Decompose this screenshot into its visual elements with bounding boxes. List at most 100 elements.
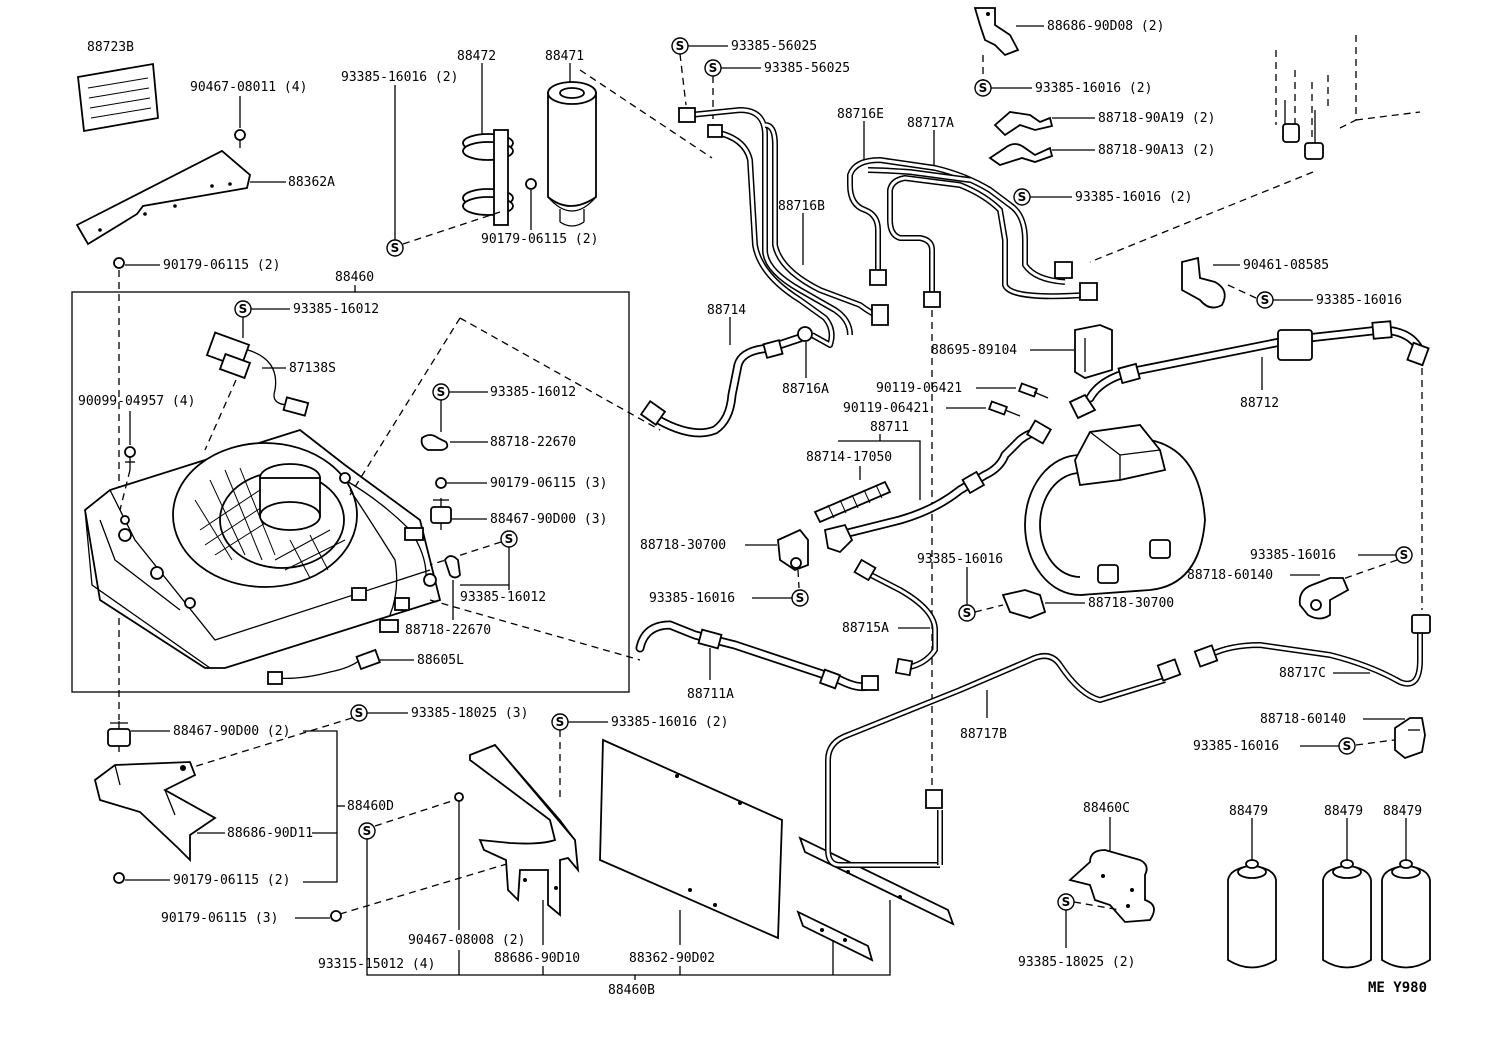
- label-93385-56025a: 93385-56025: [731, 39, 817, 54]
- label-88479-2: 88479: [1324, 804, 1363, 819]
- label-93385-16016b: 93385-16016: [649, 591, 735, 606]
- panel-88362-90D02: [599, 738, 783, 940]
- evaporator-unit-frame: [71, 291, 630, 693]
- bracket-88460C: [1068, 849, 1155, 923]
- label-90119-06421b: 90119-06421: [843, 401, 929, 416]
- label-90467-08008: 90467-08008 (2): [408, 933, 525, 948]
- label-90179-06115-3a: 90179-06115 (3): [490, 476, 607, 491]
- screw-icon: S: [1013, 188, 1031, 206]
- pipe-88716E-88717A: [847, 157, 1098, 308]
- bolt-90119-06421-a: [1017, 382, 1049, 399]
- screw-icon: S: [1256, 291, 1274, 309]
- svg-text:S: S: [363, 824, 372, 838]
- label-88686-90D10: 88686-90D10: [494, 951, 580, 966]
- svg-text:S: S: [796, 591, 805, 605]
- screw-icon: S: [386, 239, 404, 257]
- label-88714-17050: 88714-17050: [806, 450, 892, 465]
- label-93385-16016e: 93385-16016: [1193, 739, 1279, 754]
- svg-text:S: S: [963, 606, 972, 620]
- label-88716E: 88716E: [837, 107, 884, 122]
- connector-88605L: [267, 648, 381, 685]
- label-93385-16012b: 93385-16012: [490, 385, 576, 400]
- nut-90179-06115-receiver: [525, 178, 537, 230]
- relay-87138S: [205, 331, 310, 417]
- hose-88711A: [635, 620, 879, 692]
- clamp-88718-22670-b: [444, 555, 461, 579]
- svg-text:S: S: [979, 81, 988, 95]
- label-93385-16012c: 93385-16012: [460, 590, 546, 605]
- screw-icon: S: [1338, 737, 1356, 755]
- bracket-88686-90D10: [469, 743, 580, 917]
- fittings-top-right: [1275, 35, 1421, 160]
- screw-icon: S: [958, 604, 976, 622]
- screw-icon: S: [432, 383, 450, 401]
- label-90461-08585: 90461-08585: [1243, 258, 1329, 273]
- svg-text:S: S: [709, 61, 718, 75]
- pipe-88717C: [1193, 614, 1431, 687]
- label-93385-16016c: 93385-16016: [917, 552, 1003, 567]
- svg-text:S: S: [676, 39, 685, 53]
- label-90119-06421a: 90119-06421: [876, 381, 962, 396]
- clamp-88718-90A19: [993, 111, 1054, 137]
- label-88718-22670a: 88718-22670: [490, 435, 576, 450]
- oil-can-88479-3: [1381, 859, 1431, 969]
- label-88718-60140b: 88718-60140: [1260, 712, 1346, 727]
- screw-icon: S: [358, 822, 376, 840]
- label-88460B: 88460B: [608, 983, 655, 998]
- label-93385-16016-2c: 93385-16016 (2): [1075, 190, 1192, 205]
- bracket-88362A: [75, 149, 251, 246]
- label-plate-88723B: [77, 62, 159, 133]
- label-88718-90A13: 88718-90A13 (2): [1098, 143, 1215, 158]
- clamp-88718-60140-a: [1298, 577, 1350, 620]
- mount-88467-90D00-a: [430, 498, 452, 530]
- bolt-90467-08008: [454, 792, 464, 810]
- strip-upper: [798, 836, 955, 926]
- label-88686-90D11: 88686-90D11: [227, 826, 313, 841]
- label-88723B: 88723B: [87, 40, 134, 55]
- compressor: [1024, 424, 1206, 596]
- receiver-bracket-88472: [462, 129, 514, 226]
- screw-icon: S: [791, 589, 809, 607]
- strip-lower: [796, 910, 874, 962]
- label-88362A: 88362A: [288, 175, 335, 190]
- screw-icon: S: [704, 59, 722, 77]
- screw-icon: S: [1395, 546, 1413, 564]
- clamp-88718-90A13: [988, 143, 1054, 166]
- clamp-88718-22670-a: [420, 434, 449, 451]
- pipe-88716B: [678, 107, 889, 348]
- svg-text:S: S: [1261, 293, 1270, 307]
- label-88711A: 88711A: [687, 687, 734, 702]
- label-88717C: 88717C: [1279, 666, 1326, 681]
- clamp-88718-60140-b: [1394, 717, 1426, 760]
- label-87138S: 87138S: [289, 361, 336, 376]
- label-88605L: 88605L: [417, 653, 464, 668]
- label-88479-1: 88479: [1229, 804, 1268, 819]
- bracket-88686-90D08: [973, 7, 1020, 57]
- label-90467-08011: 90467-08011 (4): [190, 80, 307, 95]
- label-93315-15012: 93315-15012 (4): [318, 957, 435, 972]
- mount-88467-90D00-b: [107, 721, 131, 752]
- screw-icon: S: [671, 37, 689, 55]
- label-88460D: 88460D: [347, 799, 394, 814]
- label-90179-06115-3b: 90179-06115 (3): [161, 911, 278, 926]
- label-88716A: 88716A: [782, 382, 829, 397]
- oil-can-88479-2: [1322, 859, 1372, 969]
- nut-90179-06115-3b: [330, 910, 342, 922]
- screw-90099-04957: [124, 446, 136, 470]
- pipe-88717B: [825, 653, 1182, 868]
- svg-text:S: S: [437, 385, 446, 399]
- label-88714: 88714: [707, 303, 746, 318]
- label-88460: 88460: [335, 270, 374, 285]
- label-88362-90D02: 88362-90D02: [629, 951, 715, 966]
- label-88718-30700b: 88718-30700: [1088, 596, 1174, 611]
- screw-icon: S: [974, 79, 992, 97]
- nut-90179-06115-bottom: [113, 872, 125, 884]
- hose-88714-17050: [813, 480, 892, 524]
- label-88467-90D00-2: 88467-90D00 (2): [173, 724, 290, 739]
- nut-90179-06115-3a: [435, 477, 447, 489]
- label-88695-89104: 88695-89104: [931, 343, 1017, 358]
- label-93385-18025-3: 93385-18025 (3): [411, 706, 528, 721]
- bolt-90119-06421-b: [987, 400, 1021, 417]
- label-93385-16016-2d: 93385-16016 (2): [611, 715, 728, 730]
